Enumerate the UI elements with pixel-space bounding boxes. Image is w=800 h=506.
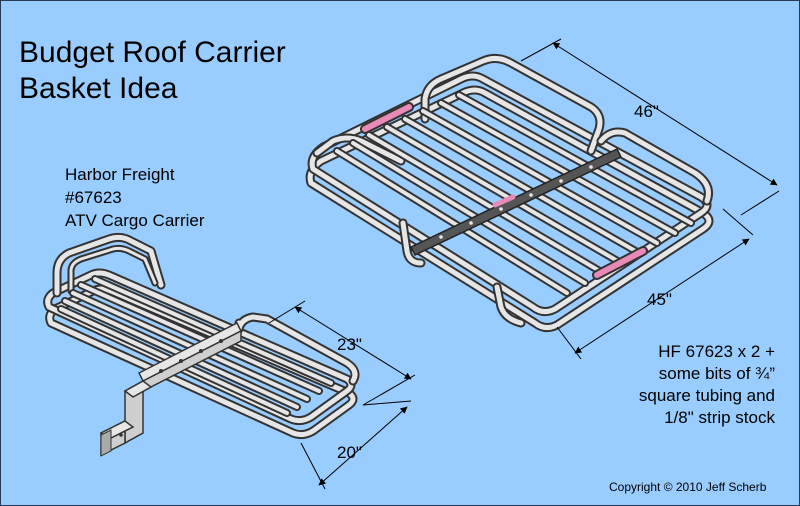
dim-line-23 [294, 306, 412, 380]
title-line-1: Budget Roof Carrier [19, 36, 286, 69]
small-carrier-cross-beam [137, 321, 243, 393]
dimension-lines [268, 38, 780, 490]
materials-note-line-4: 1/8" strip stock [664, 408, 775, 427]
ext-line-20a [300, 442, 326, 490]
product-description: ATV Cargo Carrier [65, 211, 205, 230]
product-part-number: #67623 [65, 188, 122, 207]
materials-note-line-3: square tubing and [638, 386, 775, 405]
copyright-notice: Copyright © 2010 Jeff Scherb [609, 480, 767, 494]
materials-note-line-1: HF 67623 x 2 + [658, 342, 775, 361]
ext-line-45a [556, 326, 582, 360]
dim-line-20 [318, 406, 408, 486]
small-carrier-hitch-stem [99, 379, 153, 457]
dim-label-23: 23" [337, 335, 362, 354]
product-brand: Harbor Freight [65, 165, 175, 184]
ext-line-45b [722, 208, 754, 236]
small-carrier-end-hoop-left [52, 232, 166, 298]
dim-line-46 [552, 42, 778, 186]
small-cargo-carrier [43, 232, 360, 457]
ext-line-46b [740, 190, 780, 216]
materials-note-line-2: some bits of ¾” [658, 364, 775, 383]
large-basket-end-hoop-left [312, 133, 426, 268]
ext-line-20b [362, 400, 412, 406]
dim-label-20: 20" [337, 443, 362, 462]
dim-label-45: 45" [647, 290, 672, 309]
ext-line-46a [520, 38, 562, 62]
ext-line-23a [268, 300, 306, 324]
large-roof-basket [305, 53, 714, 333]
dim-line-45 [574, 238, 750, 354]
dim-label-46: 46" [634, 102, 659, 121]
title-line-2: Basket Idea [19, 72, 178, 105]
ext-line-23b [362, 374, 416, 406]
